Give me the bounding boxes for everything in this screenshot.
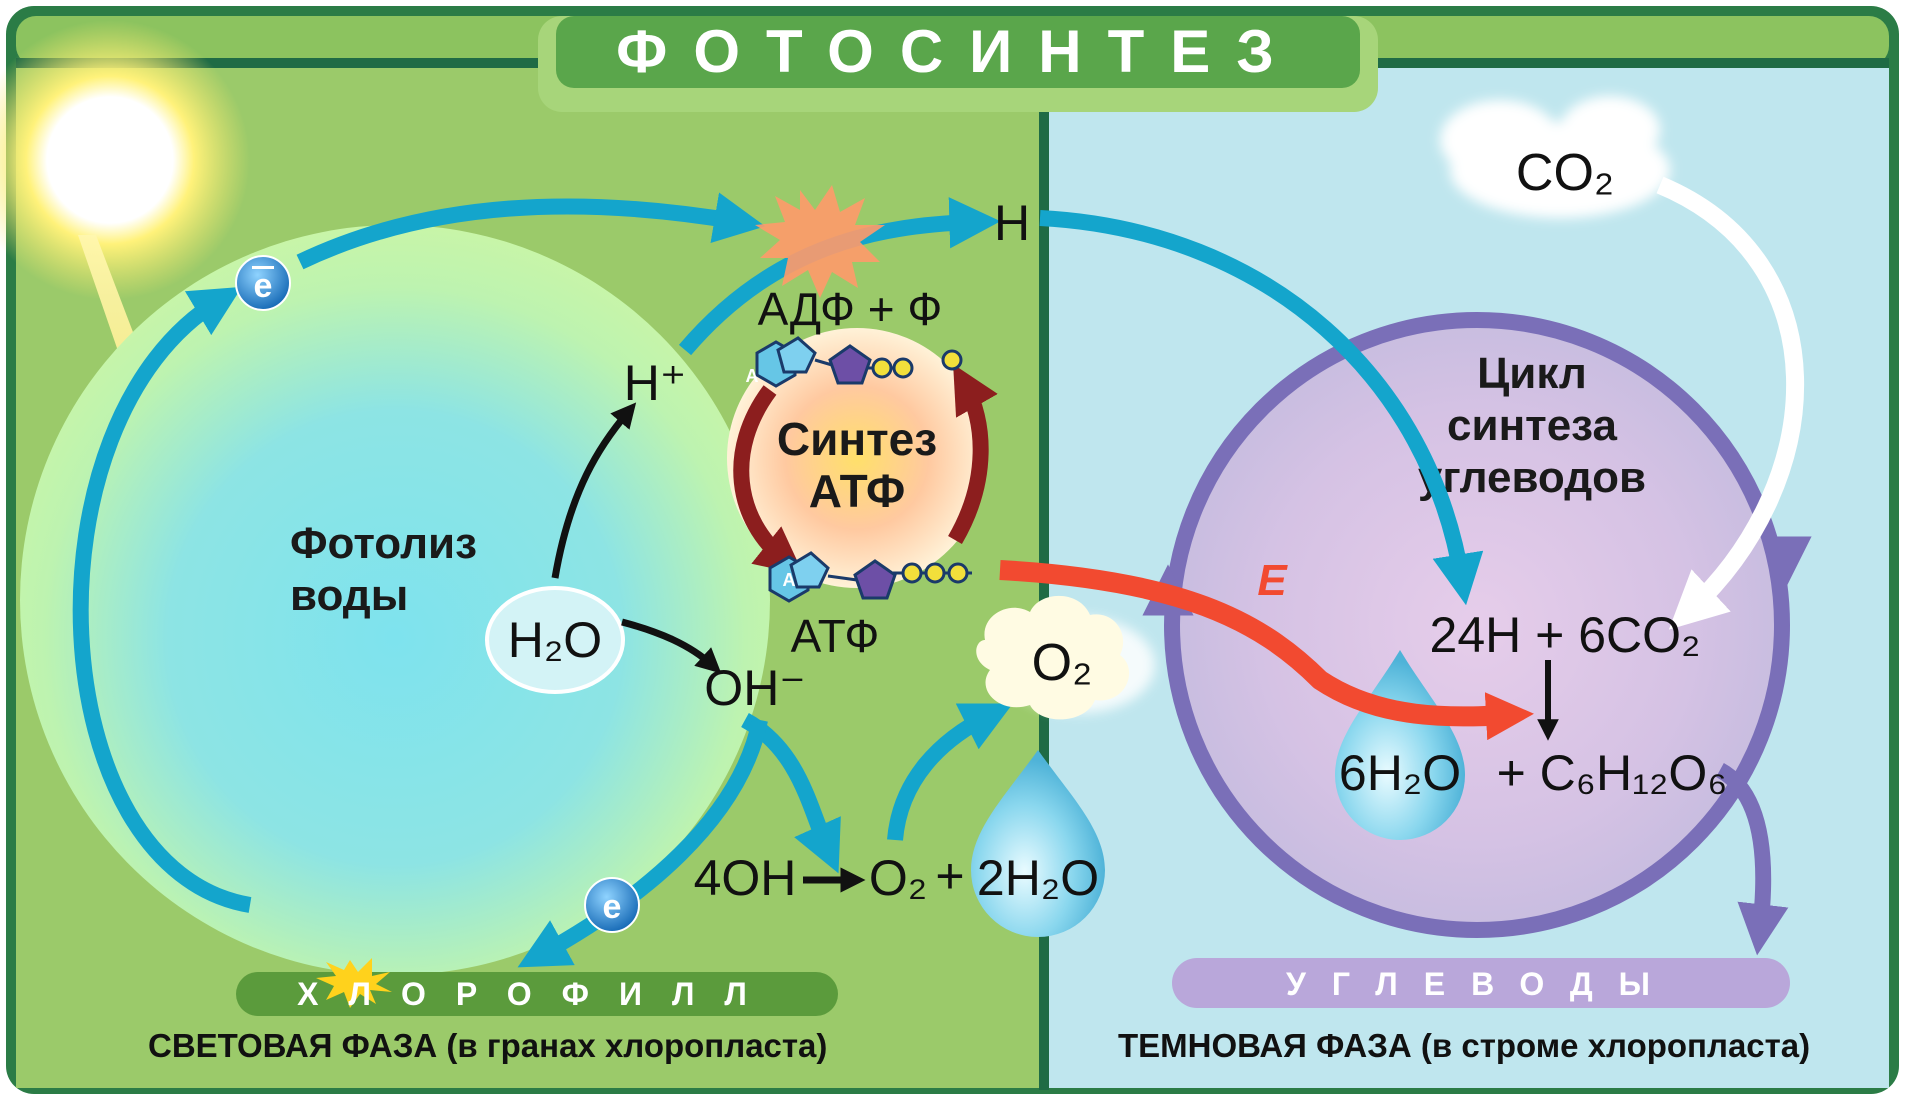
- energy-arrow: [999, 560, 1534, 741]
- h2o-label: H₂O: [508, 612, 602, 668]
- atp-synthesis-line1: Синтез: [777, 413, 937, 465]
- grana-circle: [20, 225, 770, 975]
- water-bubble: [485, 586, 625, 694]
- water-drop-icon: [1335, 650, 1465, 840]
- adp-label: АДФ + Ф: [758, 283, 943, 335]
- atp-synthesis-circle: [727, 328, 987, 588]
- o2-cloud-label: O₂: [1032, 634, 1093, 692]
- photolysis-line2: воды: [290, 571, 408, 620]
- atp-arrow-left: [733, 385, 804, 576]
- cycle-title-line1: Цикл: [1477, 349, 1587, 398]
- h-label: H: [994, 195, 1030, 251]
- carbohydrates-bar: [1172, 958, 1790, 1008]
- oxygen-release-arrow: [887, 703, 1013, 841]
- atp-arrow-right: [948, 364, 998, 545]
- electron-icon-bottom: e: [584, 877, 640, 933]
- svg-text:e: e: [603, 888, 622, 926]
- photolysis-line1: Фотолиз: [290, 519, 477, 568]
- chlorophyll-flash-icon: [316, 958, 392, 1008]
- water-to-hydroxide-arrow: [621, 618, 722, 674]
- plus-sign: +: [935, 848, 964, 904]
- electron-transfer-arrow: [296, 192, 766, 270]
- cycle-fill: [1172, 320, 1782, 930]
- carbohydrate-output-arrow: [1715, 762, 1789, 956]
- cycle-title-line2: синтеза: [1447, 401, 1617, 450]
- hydrogen-transfer-arrow: [1039, 210, 1484, 606]
- co2-input-arrow: [1656, 176, 1805, 630]
- svg-text:A: A: [783, 570, 796, 590]
- cycle-ring: [1164, 312, 1790, 938]
- electron-icon-top: e: [235, 255, 291, 311]
- co2-label: CO₂: [1516, 144, 1614, 202]
- chlorophyll-label: ХЛОРОФИЛЛ: [297, 976, 777, 1012]
- title-box: [556, 16, 1360, 88]
- carbohydrates-label: УГЛЕВОДЫ: [1286, 966, 1676, 1002]
- o2-product-label: O₂: [869, 850, 927, 906]
- atp-synthesis-line2: АТФ: [809, 465, 906, 517]
- product-water: 6H₂O: [1339, 745, 1461, 801]
- svg-text:A: A: [746, 366, 759, 386]
- page-title: ФОТОСИНТЕЗ: [616, 18, 1300, 85]
- product-glucose: + C₆H₁₂O₆: [1497, 745, 1728, 801]
- four-oh-label: 4OH: [694, 850, 797, 906]
- electron-cycle-arrow: [72, 286, 252, 913]
- co2-cloud-icon: [1440, 96, 1670, 218]
- cycle-title-line3: углеводов: [1418, 453, 1646, 502]
- electron-return-arrow: [517, 718, 768, 968]
- oxygen-cloud-icon: [976, 595, 1155, 720]
- atp-molecule-icon: A: [768, 551, 972, 603]
- light-phase-caption: СВЕТОВАЯ ФАЗА (в гранах хлоропласта): [148, 1027, 827, 1064]
- two-h2o-label: 2H₂O: [977, 850, 1099, 906]
- atp-label: АТФ: [791, 610, 880, 662]
- sun-icon: [0, 20, 250, 300]
- water-to-proton-arrow: [551, 402, 637, 579]
- energy-flash-icon: [755, 185, 885, 298]
- reaction-reactants: 24H + 6CO₂: [1430, 607, 1701, 663]
- oh-minus-label: OH⁻: [704, 660, 805, 716]
- h-plus-label: H⁺: [624, 355, 687, 411]
- svg-text:e: e: [254, 267, 273, 305]
- light-water-drop-icon: [971, 750, 1105, 937]
- energy-label: E: [1257, 556, 1288, 605]
- chlorophyll-bar: [236, 972, 838, 1016]
- adp-molecule-icon: A: [746, 336, 963, 388]
- dark-phase-caption: ТЕМНОВАЯ ФАЗА (в строме хлоропласта): [1118, 1027, 1810, 1064]
